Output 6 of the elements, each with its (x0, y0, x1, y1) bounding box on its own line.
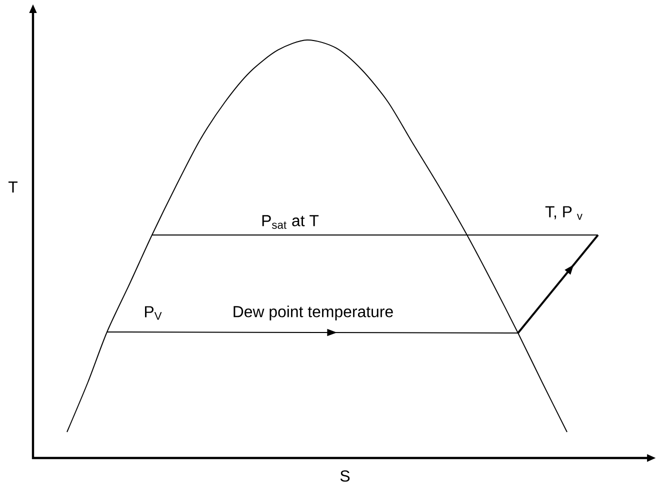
state-label: P$_{V}$ (145, 306, 162, 320)
state-label: T, P $_{v}$ (545, 206, 582, 220)
line-label: P$_{sat}$ at T (262, 215, 319, 229)
line-label: Dew point temperature (234, 306, 393, 320)
axis-label: S (340, 470, 350, 482)
axis-label: T (8, 182, 18, 192)
